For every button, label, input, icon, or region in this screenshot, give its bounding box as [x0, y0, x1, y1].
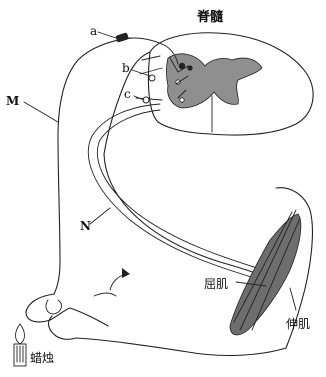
leader-N	[90, 208, 110, 224]
hand-outline	[26, 294, 108, 339]
withdrawal-arrow-head	[122, 268, 130, 278]
label-flexor: 屈肌	[204, 277, 228, 291]
label-spinal-cord: 脊髓	[196, 9, 224, 25]
label-M: M	[6, 94, 19, 108]
receptor-a	[115, 32, 129, 42]
thumb-outline	[46, 300, 61, 314]
finger-curl	[94, 293, 116, 296]
forearm	[26, 154, 312, 355]
forearm-outline-bottom	[76, 338, 286, 355]
arm-upper-outline	[54, 38, 132, 294]
label-N: N	[80, 219, 91, 233]
leader-M	[24, 102, 58, 122]
spinal-cord	[148, 33, 313, 135]
label-extensor: 伸肌	[286, 317, 310, 331]
label-c: c	[124, 87, 131, 101]
label-a: a	[90, 24, 97, 38]
leader-extensor	[290, 288, 296, 310]
label-candle: 蜡烛	[30, 351, 54, 365]
candle-flame	[16, 324, 25, 344]
withdrawal-arrow	[110, 268, 130, 290]
label-b: b	[122, 61, 130, 75]
synapse-dot-2	[180, 98, 184, 102]
leader-b	[132, 70, 150, 76]
candle	[14, 324, 26, 366]
leader-c	[134, 96, 144, 100]
leader-a	[98, 32, 116, 38]
